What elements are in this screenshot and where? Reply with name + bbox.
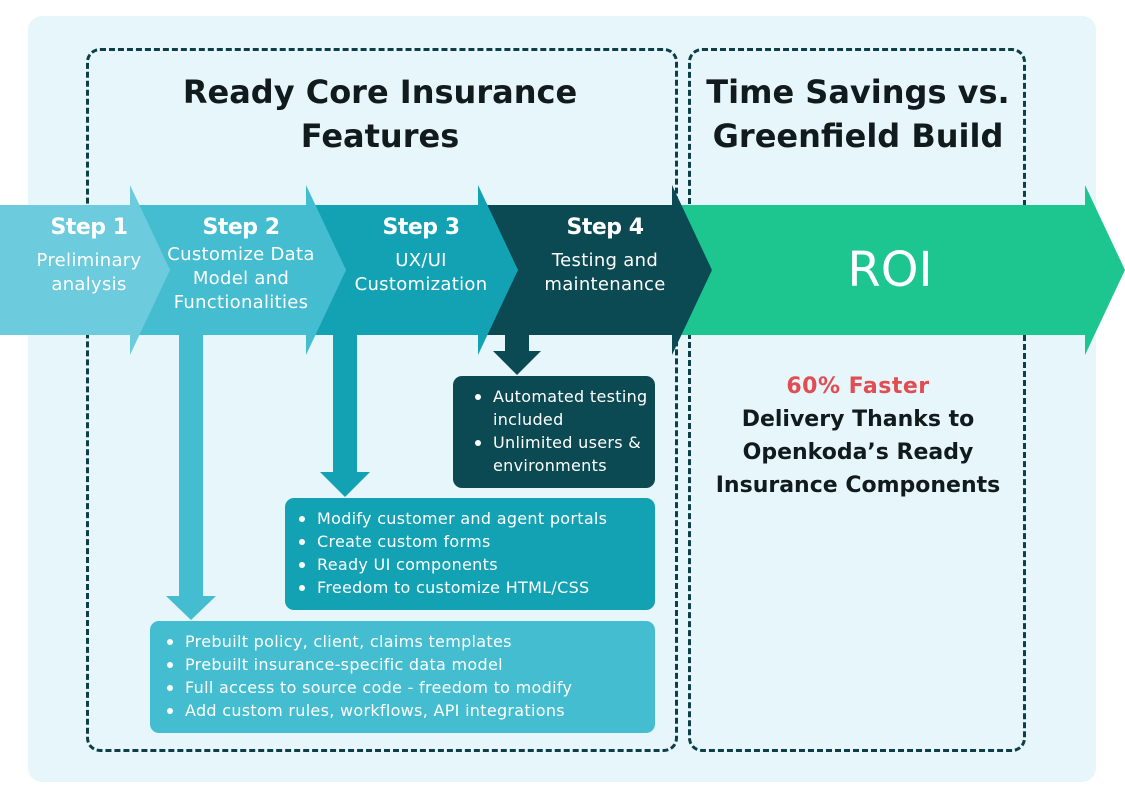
list-item: Automated testing included: [469, 385, 649, 431]
step1-arrow: [0, 185, 170, 355]
step3-label: Step 3 UX/UI Customization: [340, 213, 502, 297]
step3-feature-list: Modify customer and agent portals Create…: [293, 507, 647, 599]
step2-down-arrow: [166, 322, 216, 620]
roi-label: ROI: [847, 242, 933, 298]
step3-title: Step 3: [382, 215, 461, 240]
step3-down-arrow: [320, 322, 370, 497]
savings-text: Delivery Thanks to Openkoda’s Ready Insu…: [715, 407, 1001, 498]
step4-label: Step 4 Testing and maintenance: [530, 213, 680, 297]
roi-arrow: [672, 185, 1125, 355]
features-heading: Ready Core Insurance Features: [182, 73, 578, 155]
list-item: Prebuilt insurance-specific data model: [161, 653, 649, 676]
step4-arrow: [478, 185, 712, 355]
step2-description: Customize Data Model and Functionalities: [167, 244, 315, 313]
step1-title: Step 1: [50, 215, 129, 240]
step4-feature-list: Automated testing included Unlimited use…: [469, 385, 649, 477]
list-item: Unlimited users & environments: [469, 431, 649, 477]
step4-down-arrow: [493, 322, 541, 375]
list-item: Add custom rules, workflows, API integra…: [161, 699, 649, 722]
list-item: Freedom to customize HTML/CSS: [293, 576, 647, 599]
step2-label: Step 2 Customize Data Model and Function…: [160, 213, 322, 315]
time-savings-statement: 60% Faster Delivery Thanks to Openkoda’s…: [700, 370, 1016, 502]
step1-label: Step 1 Preliminary analysis: [24, 213, 154, 297]
step3-arrow: [306, 185, 518, 355]
step2-title: Step 2: [202, 215, 281, 240]
step4-description: Testing and maintenance: [544, 250, 666, 295]
step3-description: UX/UI Customization: [354, 250, 488, 295]
list-item: Full access to source code - freedom to …: [161, 676, 649, 699]
list-item: Modify customer and agent portals: [293, 507, 647, 530]
step2-feature-box: Prebuilt policy, client, claims template…: [150, 621, 655, 733]
step4-title: Step 4: [566, 215, 645, 240]
list-item: Create custom forms: [293, 530, 647, 553]
step1-description: Preliminary analysis: [36, 250, 142, 295]
step3-feature-box: Modify customer and agent portals Create…: [285, 498, 655, 610]
savings-section-border: [688, 48, 1026, 752]
list-item: Ready UI components: [293, 553, 647, 576]
step2-arrow: [130, 185, 346, 355]
features-section-border: [86, 48, 678, 752]
savings-heading: Time Savings vs. Greenfield Build: [706, 73, 1010, 155]
savings-highlight: 60% Faster: [786, 374, 930, 399]
step2-feature-list: Prebuilt policy, client, claims template…: [161, 630, 649, 722]
step4-feature-box: Automated testing included Unlimited use…: [453, 376, 655, 488]
list-item: Prebuilt policy, client, claims template…: [161, 630, 649, 653]
